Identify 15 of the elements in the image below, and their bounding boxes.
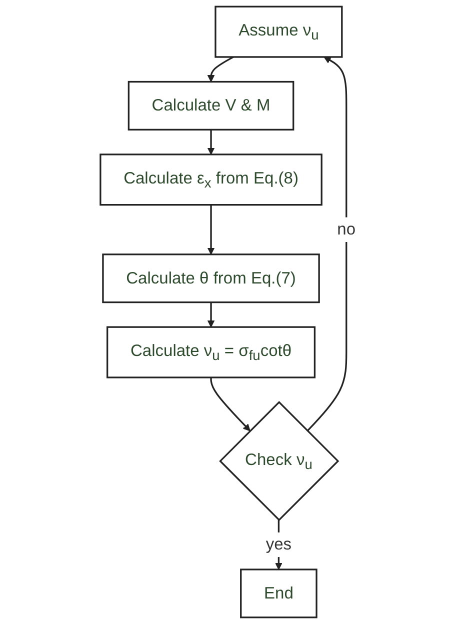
edge-label: yes bbox=[266, 536, 292, 554]
arrow bbox=[210, 377, 250, 432]
node-box: Calculate ν$_{u}$ = σ$_{fu}$cotθ bbox=[106, 326, 316, 378]
arrow bbox=[207, 302, 215, 328]
node-box: Calculate V & M bbox=[128, 80, 294, 130]
edge-label: no bbox=[337, 220, 356, 239]
node-box: Calculate θ from Eq.(7) bbox=[102, 254, 320, 304]
node-box: Calculate ε$_{x}$ from Eq.(8) bbox=[100, 154, 322, 206]
arrow bbox=[207, 204, 215, 255]
node-box: Assume ν$_{u}$ bbox=[214, 6, 343, 58]
arrow bbox=[207, 130, 215, 155]
node-box: End bbox=[240, 568, 318, 618]
arrow bbox=[306, 56, 348, 432]
arrow bbox=[207, 56, 234, 82]
node-diamond: Check ν$_{u}$ bbox=[219, 401, 340, 522]
